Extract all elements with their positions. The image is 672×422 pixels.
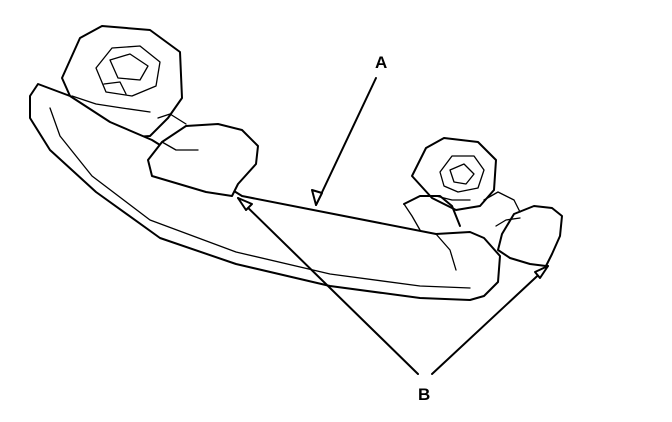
- leader-b-right: [431, 265, 549, 375]
- arrowhead-b-left: [237, 197, 253, 211]
- leader-a: [315, 77, 377, 206]
- left-cover: [147, 113, 259, 197]
- leader-b-left: [237, 197, 419, 375]
- callout-label-b: B: [418, 385, 430, 404]
- right-mounting-base: [411, 137, 497, 211]
- arrowhead-a: [311, 189, 323, 206]
- callout-label-a: A: [375, 53, 387, 72]
- right-cover: [483, 191, 563, 267]
- arrowhead-b-right: [534, 265, 549, 279]
- callout-leaders: [237, 77, 549, 375]
